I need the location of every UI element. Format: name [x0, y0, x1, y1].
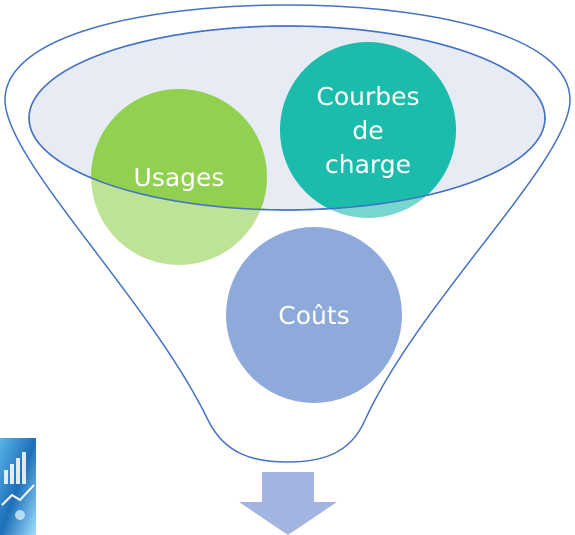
circle-usages: Usages: [91, 89, 267, 265]
circle-courbes-de-charge-solid: [280, 42, 456, 210]
circle-couts-label: Coûts: [278, 301, 349, 330]
circle-usages-label: Usages: [134, 163, 225, 192]
funnel-rim-outline: [28, 25, 546, 211]
circle-courbes-de-charge-label-line: charge: [325, 150, 411, 179]
circle-couts-shape: [226, 227, 402, 403]
circle-couts: Coûts: [226, 227, 402, 403]
chart-image-icon: [0, 438, 36, 535]
circle-couts-label-line: Coûts: [278, 301, 349, 330]
circle-usages-label-line: Usages: [134, 163, 225, 192]
circle-courbes-de-charge: Courbes de charge: [280, 42, 456, 218]
circle-courbes-de-charge-label: Courbes de charge: [316, 82, 419, 179]
circle-courbes-de-charge-label-line: de: [352, 116, 383, 145]
circle-courbes-de-charge-label-line: Courbes: [316, 82, 419, 111]
circle-usages-solid: [91, 89, 267, 210]
down-arrow-icon: [239, 472, 337, 535]
